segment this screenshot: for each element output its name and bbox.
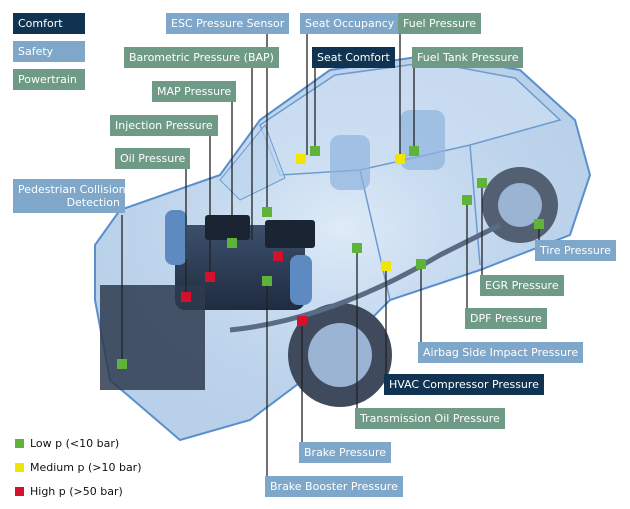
marker-seat-comfort [310,146,320,156]
label-hvac-compressor-pressure: HVAC Compressor Pressure [384,374,544,395]
category-comfort: Comfort [13,13,85,34]
car-body [94,53,592,442]
label-oil-pressure: Oil Pressure [115,148,191,169]
label-dpf-pressure: DPF Pressure [465,308,547,329]
legend-low-label: Low p (<10 bar) [30,437,120,450]
legend-medium-swatch [15,463,24,472]
battery [205,215,250,240]
pedestrian-line-2: Detection [66,196,120,209]
category-safety: Safety [13,41,85,62]
pedestrian-line-1: Pedestrian Collision [18,183,126,196]
marker-fuel-pressure [395,154,405,164]
door-line [469,144,481,266]
marker-tire [534,219,544,229]
marker-brake-booster [262,276,272,286]
marker-pedestrian [117,359,127,369]
marker-brake [297,316,307,326]
marker-dpf [462,195,472,205]
marker-airbag [416,259,426,269]
front-spring [165,210,187,265]
car-illustration [94,53,592,442]
marker-transmission [352,243,362,253]
label-fuel-pressure: Fuel Pressure [398,13,481,34]
rear-seat [400,110,445,170]
legend-high-label: High p (>50 bar) [30,485,123,498]
front-seat [330,135,370,190]
legend-medium-pressure: Medium p (>10 bar) [15,461,142,474]
label-transmission-oil-pressure: Transmission Oil Pressure [355,408,505,429]
legend-low-pressure: Low p (<10 bar) [15,437,119,450]
legend-high-swatch [15,487,24,496]
rear-rim [498,183,542,227]
legend-low-swatch [15,439,24,448]
marker-hvac [381,261,391,271]
door-line [359,169,391,301]
legend-medium-label: Medium p (>10 bar) [30,461,142,474]
leader-lines [121,30,540,476]
marker-seat-occupancy [296,154,306,164]
marker-oil [181,292,191,302]
label-seat-comfort: Seat Comfort [312,47,395,68]
label-map-pressure: MAP Pressure [152,81,237,102]
legend-high-pressure: High p (>50 bar) [15,485,123,498]
front-rim [308,323,372,387]
fuse-box [265,220,315,248]
marker-egr [477,178,487,188]
label-tire-pressure: Tire Pressure [535,240,616,261]
marker-map [227,238,237,248]
sensor-markers [117,146,544,369]
label-egr-pressure: EGR Pressure [480,275,564,296]
label-esc-pressure-sensor: ESC Pressure Sensor [166,13,290,34]
label-pedestrian-collision-detection: Pedestrian Collision Detection [13,179,126,213]
front-right-spring [290,255,312,305]
radiator [100,285,205,390]
marker-bap [273,251,283,261]
marker-injection [205,272,215,282]
label-fuel-tank-pressure: Fuel Tank Pressure [412,47,524,68]
label-barometric-pressure: Barometric Pressure (BAP) [124,47,279,68]
label-injection-pressure: Injection Pressure [110,115,218,136]
label-airbag-side-impact-pressure: Airbag Side Impact Pressure [418,342,584,363]
label-brake-booster-pressure: Brake Booster Pressure [265,476,403,497]
label-brake-pressure: Brake Pressure [299,442,392,463]
marker-fuel-tank [409,146,419,156]
category-powertrain: Powertrain [13,69,85,90]
label-seat-occupancy: Seat Occupancy [300,13,400,34]
marker-esc [262,207,272,217]
